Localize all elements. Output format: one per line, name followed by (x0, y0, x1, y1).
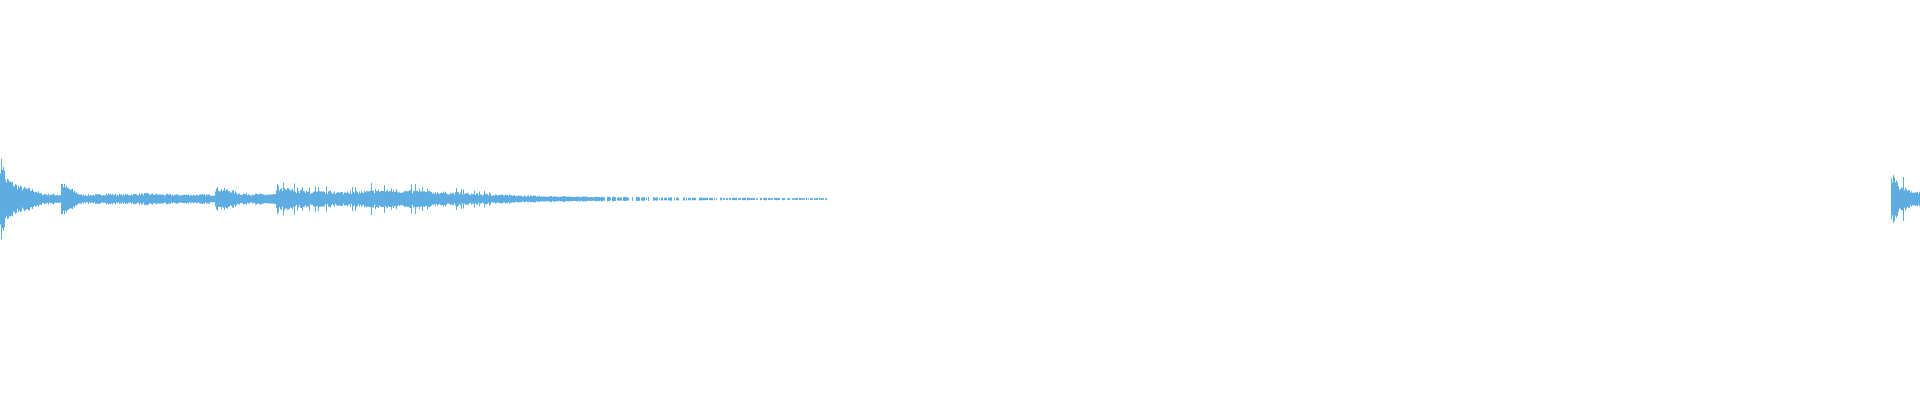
waveform-peaks (0, 158, 1920, 240)
